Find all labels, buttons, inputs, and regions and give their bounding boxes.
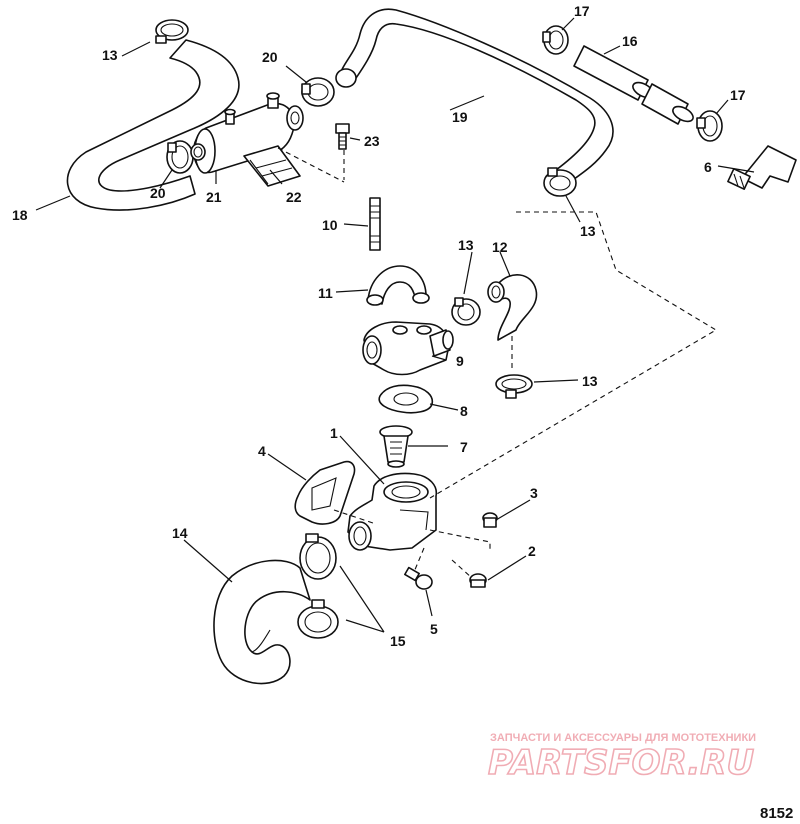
callout-13-top-left: 13 [102, 47, 118, 63]
callout-labels: 1 2 3 4 5 6 7 8 9 10 11 12 13 13 13 13 1… [12, 3, 746, 649]
hose-clamp-13-lower [495, 374, 533, 399]
stud-10 [369, 197, 381, 251]
watermark-logo: PARTSFOR.RU [488, 743, 754, 783]
elbow-fitting-6 [727, 145, 797, 190]
hose-clamp-13-mid [451, 297, 481, 326]
water-housing-1 [347, 472, 438, 551]
callout-14: 14 [172, 525, 188, 541]
callout-15: 15 [390, 633, 406, 649]
bracket-11 [366, 265, 430, 306]
hose-clamp-20-upper [301, 77, 335, 107]
bolt-3 [482, 512, 498, 528]
callout-7: 7 [460, 439, 468, 455]
hose-16 [573, 45, 694, 125]
callout-13-lower: 13 [582, 373, 598, 389]
callout-21: 21 [206, 189, 222, 205]
callout-3: 3 [530, 485, 538, 501]
bolt-23 [335, 123, 350, 150]
hose-18 [66, 39, 240, 211]
callout-1: 1 [330, 425, 338, 441]
hose-19 [335, 8, 614, 183]
gasket-8 [378, 384, 434, 414]
callout-9: 9 [456, 353, 464, 369]
callout-10: 10 [322, 217, 338, 233]
hose-clamp-13-top-left [155, 19, 189, 44]
hose-clamp-20-lower [166, 140, 194, 174]
assembly-guide-lines [277, 147, 718, 579]
callout-22: 22 [286, 189, 302, 205]
callout-20-upper: 20 [262, 49, 278, 65]
hose-clamp-17-right [696, 110, 723, 142]
thermostat-7 [379, 425, 413, 468]
hose-clamp-17-top [542, 25, 569, 55]
plug-5 [404, 566, 433, 590]
cooler-21 [190, 92, 304, 174]
callout-17-top: 17 [574, 3, 590, 19]
callout-11: 11 [318, 285, 333, 301]
callout-5: 5 [430, 621, 438, 637]
callout-23: 23 [364, 133, 380, 149]
watermark-tagline: ЗАПЧАСТИ И АКСЕССУАРЫ ДЛЯ МОТОТЕХНИКИ [490, 732, 756, 744]
callout-6: 6 [704, 159, 712, 175]
gasket-4 [294, 460, 356, 525]
callout-13-mid: 13 [458, 237, 474, 253]
watermark: ЗАПЧАСТИ И АКСЕССУАРЫ ДЛЯ МОТОТЕХНИКИ PA… [487, 732, 756, 784]
callout-20-lower: 20 [150, 185, 166, 201]
callout-17-right: 17 [730, 87, 746, 103]
callout-19: 19 [452, 109, 468, 125]
figure-number: 8152 [760, 805, 793, 822]
bracket-22 [243, 145, 301, 187]
elbow-hose-12 [487, 274, 538, 341]
callout-12: 12 [492, 239, 508, 255]
leader-lines [35, 17, 755, 633]
hose-clamp-15-lower [297, 599, 339, 639]
callout-16: 16 [622, 33, 638, 49]
callout-8: 8 [460, 403, 468, 419]
plug-2 [469, 573, 487, 588]
callout-2: 2 [528, 543, 536, 559]
callout-18: 18 [12, 207, 28, 223]
hose-clamp-15-upper [299, 533, 337, 580]
thermostat-housing-9 [362, 321, 454, 376]
hose-clamp-13-upper-right [543, 167, 577, 197]
callout-4: 4 [258, 443, 266, 459]
hose-14 [213, 559, 311, 685]
callout-13-upper-right: 13 [580, 223, 596, 239]
